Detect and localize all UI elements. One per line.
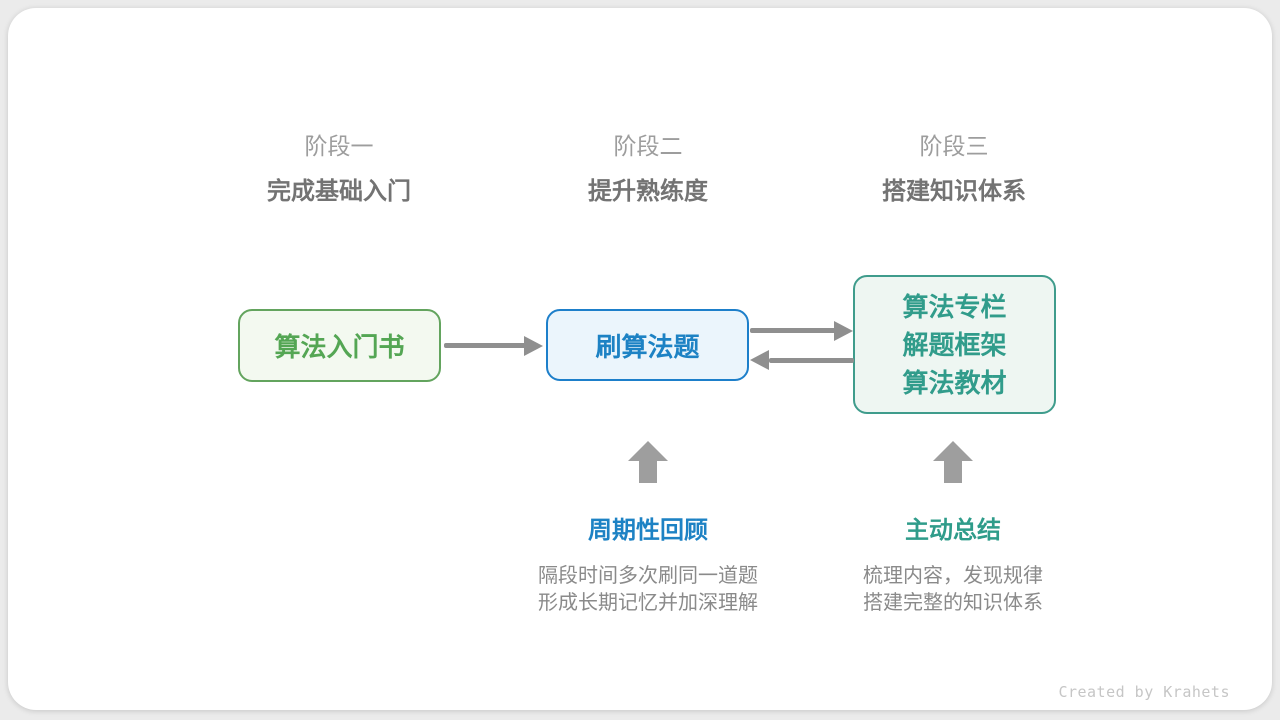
annotation-active-summary: 主动总结 梳理内容，发现规律 搭建完整的知识体系 <box>793 516 1113 617</box>
node-intro-book: 算法入门书 <box>238 309 441 382</box>
stage-3-title: 搭建知识体系 <box>882 178 1026 205</box>
node-advanced-resources: 算法专栏 解题框架 算法教材 <box>853 275 1056 414</box>
up-arrow-stem <box>639 461 657 483</box>
credit-text: Created by Krahets <box>1058 683 1230 701</box>
arrow-2-line <box>750 328 836 333</box>
annotation-body-line-2: 搭建完整的知识体系 <box>863 592 1043 614</box>
annotation-body: 梳理内容，发现规律 搭建完整的知识体系 <box>793 563 1113 617</box>
node-intro-book-label: 算法入门书 <box>274 332 405 362</box>
stage-1-label: 阶段一 <box>304 133 374 159</box>
annotation-body-line-1: 隔段时间多次刷同一道题 <box>538 565 758 587</box>
arrow-3-left-head-icon <box>750 350 769 370</box>
up-arrow-stem <box>944 461 962 483</box>
annotation-title: 周期性回顾 <box>588 517 708 544</box>
node-advanced-line-1: 算法专栏 <box>902 291 1007 322</box>
stage-2-label: 阶段二 <box>613 133 683 159</box>
stage-1-title: 完成基础入门 <box>267 178 411 205</box>
node-practice-problems-label: 刷算法题 <box>595 331 700 362</box>
arrow-1-right-head-icon <box>524 336 543 356</box>
node-advanced-line-3: 算法教材 <box>902 367 1007 398</box>
annotation-body-line-2: 形成长期记忆并加深理解 <box>538 592 758 614</box>
stage-1-header: 阶段一 完成基础入门 <box>179 130 499 208</box>
stage-3-header: 阶段三 搭建知识体系 <box>794 130 1114 208</box>
up-arrow-head <box>933 441 973 461</box>
arrow-2-right-head-icon <box>834 321 853 341</box>
stage-3-label: 阶段三 <box>919 133 989 159</box>
up-arrow-head <box>628 441 668 461</box>
stage-2-header: 阶段二 提升熟练度 <box>488 130 808 208</box>
up-arrow-icon-review <box>628 441 668 483</box>
node-advanced-line-2: 解题框架 <box>902 329 1007 360</box>
arrow-1-line <box>444 343 526 348</box>
up-arrow-icon-summary <box>933 441 973 483</box>
node-practice-problems: 刷算法题 <box>546 309 749 381</box>
diagram-card: 阶段一 完成基础入门 阶段二 提升熟练度 阶段三 搭建知识体系 算法入门书 刷算… <box>8 8 1272 710</box>
annotation-periodic-review: 周期性回顾 隔段时间多次刷同一道题 形成长期记忆并加深理解 <box>488 516 808 617</box>
stage-2-title: 提升熟练度 <box>588 178 708 205</box>
annotation-body: 隔段时间多次刷同一道题 形成长期记忆并加深理解 <box>488 563 808 617</box>
arrow-3-line <box>769 358 854 363</box>
annotation-title: 主动总结 <box>905 517 1001 544</box>
annotation-body-line-1: 梳理内容，发现规律 <box>863 565 1043 587</box>
